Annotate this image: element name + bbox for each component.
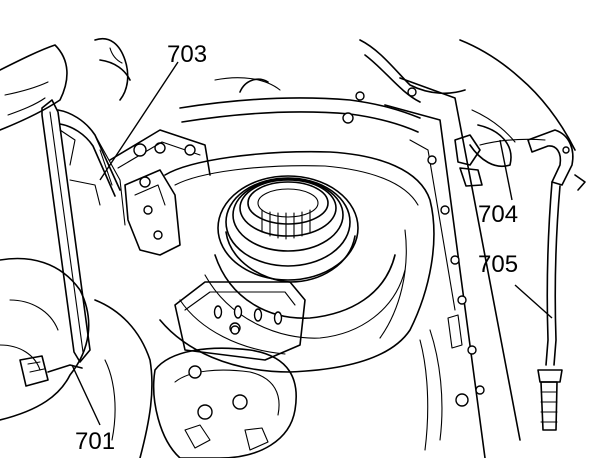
callout-701: 701 [75,428,115,455]
callout-703: 703 [167,41,207,68]
mounting-bracket [109,129,211,256]
central-pump-assembly [139,91,435,373]
callout-704: 704 [478,201,518,228]
callout-705: 705 [478,251,518,278]
seal-fitting-704 [454,134,546,187]
leader-703 [99,61,179,181]
lower-plate [152,281,306,458]
leader-701 [71,364,101,426]
leader-lines [71,61,553,426]
leader-705 [514,284,553,319]
dipstick-tube-701 [19,99,126,387]
right-side-plate [384,77,521,458]
leader-704 [499,139,513,201]
dipstick-705 [527,129,586,431]
background-housing [0,38,576,458]
